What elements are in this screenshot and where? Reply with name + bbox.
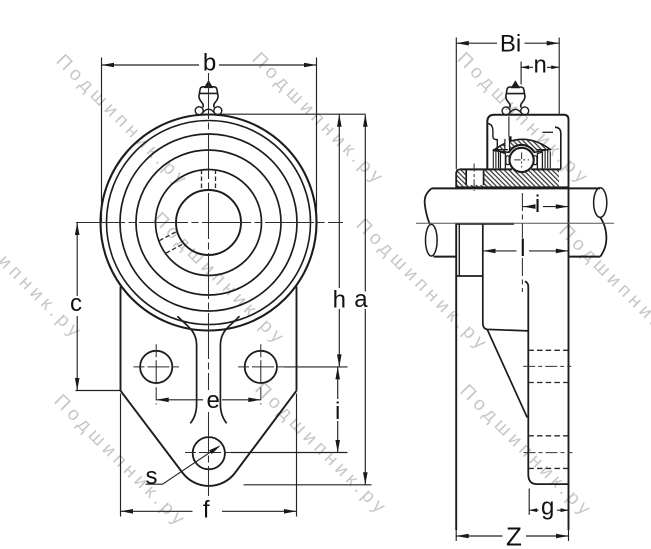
svg-text:l: l xyxy=(520,235,525,262)
svg-text:Bi: Bi xyxy=(500,30,521,57)
svg-text:i: i xyxy=(535,191,540,218)
svg-text:Подшипник.ру: Подшипник.ру xyxy=(248,49,390,191)
svg-text:h: h xyxy=(333,286,346,313)
svg-text:f: f xyxy=(203,497,210,524)
svg-text:g: g xyxy=(541,494,554,521)
svg-text:Подшипник.ру: Подшипник.ру xyxy=(0,203,87,345)
svg-text:c: c xyxy=(70,290,82,317)
svg-text:a: a xyxy=(354,286,368,313)
svg-text:Z: Z xyxy=(506,522,522,549)
svg-text:Подшипник.ру: Подшипник.ру xyxy=(251,379,393,521)
svg-text:Подшипник.ру: Подшипник.ру xyxy=(456,381,598,523)
svg-text:e: e xyxy=(207,387,220,414)
svg-text:b: b xyxy=(203,50,216,77)
svg-text:s: s xyxy=(146,463,158,490)
svg-text:i: i xyxy=(335,398,340,425)
svg-text:n: n xyxy=(534,52,547,79)
svg-text:Подшипник.ру: Подшипник.ру xyxy=(352,215,494,357)
